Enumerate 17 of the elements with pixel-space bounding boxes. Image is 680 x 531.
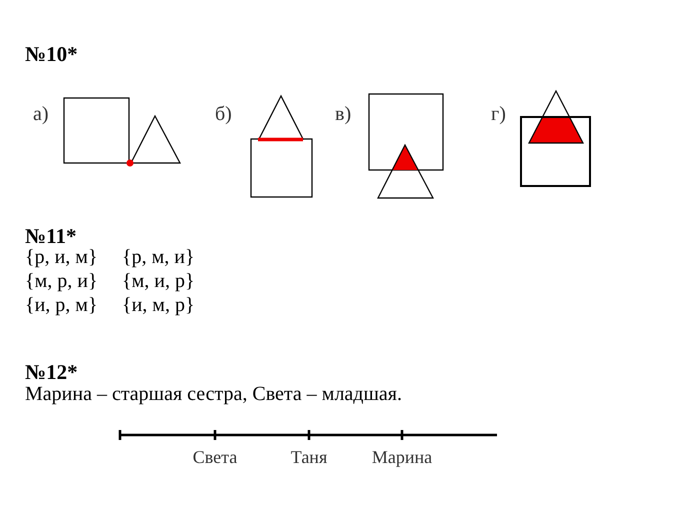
text: Света bbox=[192, 447, 238, 468]
task-number: №12* bbox=[25, 360, 78, 385]
text: {и, р, м} bbox=[25, 294, 98, 317]
task-number: №11* bbox=[25, 224, 76, 249]
text: г) bbox=[491, 103, 506, 126]
text: {и, м, р} bbox=[122, 294, 195, 317]
text: Марина bbox=[372, 447, 432, 468]
text: {м, р, и} bbox=[25, 270, 98, 293]
text: {р, м, и} bbox=[122, 246, 195, 269]
text: б) bbox=[215, 103, 232, 126]
text: в) bbox=[335, 103, 352, 126]
text: {р, и, м} bbox=[25, 246, 98, 269]
text: Марина – старшая сестра, Света – младшая. bbox=[25, 383, 402, 406]
text: {м, и, р} bbox=[122, 270, 195, 293]
task-number: №10* bbox=[25, 42, 78, 67]
text: а) bbox=[33, 103, 49, 126]
text: Таня bbox=[290, 447, 328, 468]
